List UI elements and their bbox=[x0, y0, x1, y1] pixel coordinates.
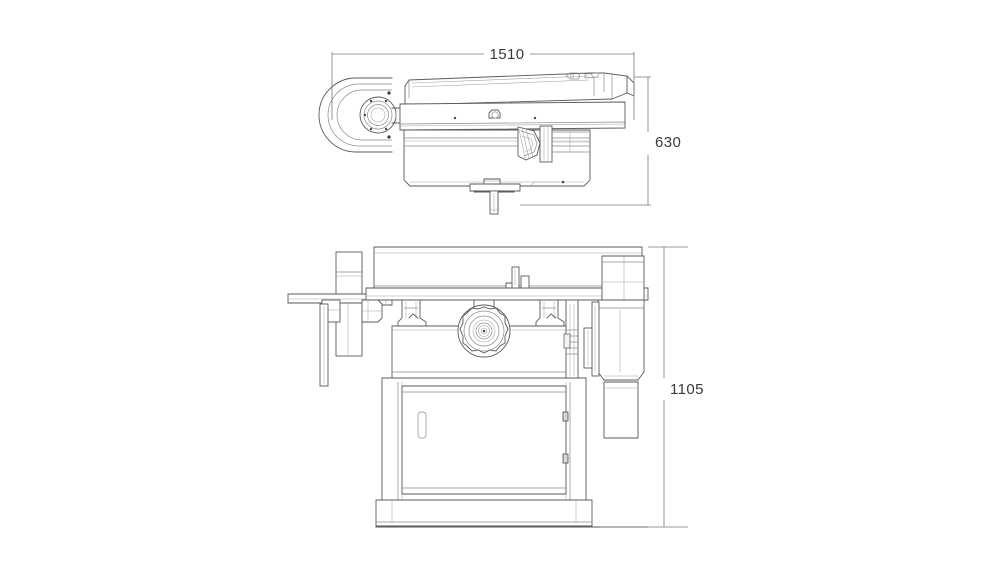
top-view-group bbox=[318, 72, 635, 215]
dimension-label-height: 1105 bbox=[670, 381, 704, 398]
dimension-label-length: 1510 bbox=[490, 46, 525, 63]
cabinet-body-front bbox=[391, 304, 575, 379]
fence-assembly-top bbox=[404, 72, 635, 106]
cutterhead-guard bbox=[318, 77, 405, 153]
front-view-group bbox=[287, 246, 649, 528]
angle-scale-sector bbox=[517, 125, 589, 163]
machine-body-top bbox=[403, 129, 591, 187]
dimension-1510: 1510 bbox=[331, 46, 635, 120]
dimension-label-depth: 630 bbox=[655, 134, 681, 151]
main-table-top bbox=[399, 101, 626, 131]
dimension-1105: 1105 bbox=[600, 246, 704, 528]
fence-support-post bbox=[287, 251, 401, 387]
lower-lever-top bbox=[469, 178, 565, 215]
motor-enclosure bbox=[583, 255, 645, 439]
handwheel[interactable] bbox=[457, 304, 511, 358]
rack-column bbox=[563, 299, 579, 379]
base-cabinet bbox=[375, 377, 649, 528]
dimension-630: 630 bbox=[520, 76, 681, 206]
